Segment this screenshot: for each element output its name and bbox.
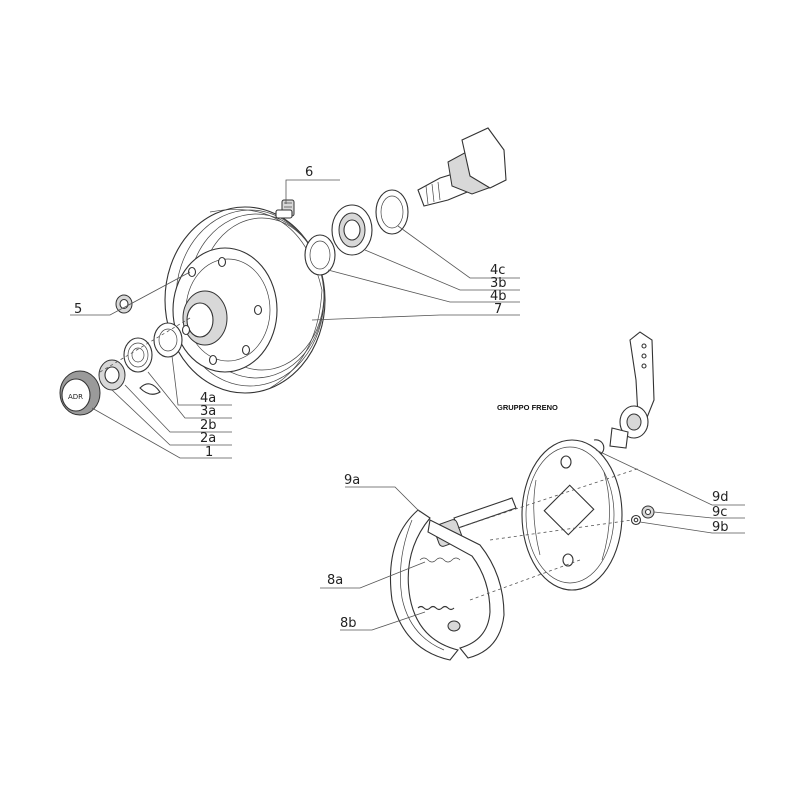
label-8a: 8a [327, 573, 343, 588]
callout-labels-hub: 6 4c 3b 4b 7 5 4a 3a 2b 2a 1 [74, 165, 507, 460]
brake-shoes [389, 509, 505, 661]
brake-backing-plate [521, 439, 623, 591]
seal-ring-4c [375, 189, 409, 235]
label-4b: 4b [490, 289, 507, 304]
washer-9b [630, 514, 642, 526]
bearing-cone-left [123, 337, 153, 373]
wheel-stud-bolt [275, 199, 295, 219]
axle-stub [417, 127, 507, 207]
leader-lines-hub [70, 179, 520, 459]
label-6: 6 [305, 165, 313, 180]
inner-bearing-left [153, 322, 183, 358]
label-3a: 3a [200, 404, 216, 419]
bearing-ring-4b [304, 234, 336, 276]
label-9c: 9c [712, 505, 727, 520]
castle-nut [98, 359, 126, 391]
label-4c: 4c [490, 263, 505, 278]
label-2a: 2a [200, 431, 216, 446]
label-4a: 4a [200, 391, 216, 406]
nut-9c [641, 505, 655, 519]
cotter-pin [139, 383, 161, 395]
hub-cap-logo: ADR [68, 393, 83, 401]
bearing-3b [331, 204, 373, 256]
label-9d: 9d [712, 490, 729, 505]
label-5: 5 [74, 302, 82, 317]
leader-lines-brake [320, 449, 745, 631]
brake-lever-arm [609, 331, 655, 449]
label-7: 7 [494, 302, 502, 317]
hub-cap: ADR [59, 370, 101, 416]
label-3b: 3b [490, 276, 507, 291]
label-9a: 9a [344, 473, 360, 488]
label-1: 1 [205, 445, 213, 460]
label-8b: 8b [340, 616, 357, 631]
label-2b: 2b [200, 418, 217, 433]
group-title: GRUPPO FRENO [497, 403, 558, 412]
label-9b: 9b [712, 520, 729, 535]
callout-labels-brake: 9a 8a 8b 9d 9c 9b [327, 473, 729, 631]
brake-drum-hub [164, 206, 326, 394]
